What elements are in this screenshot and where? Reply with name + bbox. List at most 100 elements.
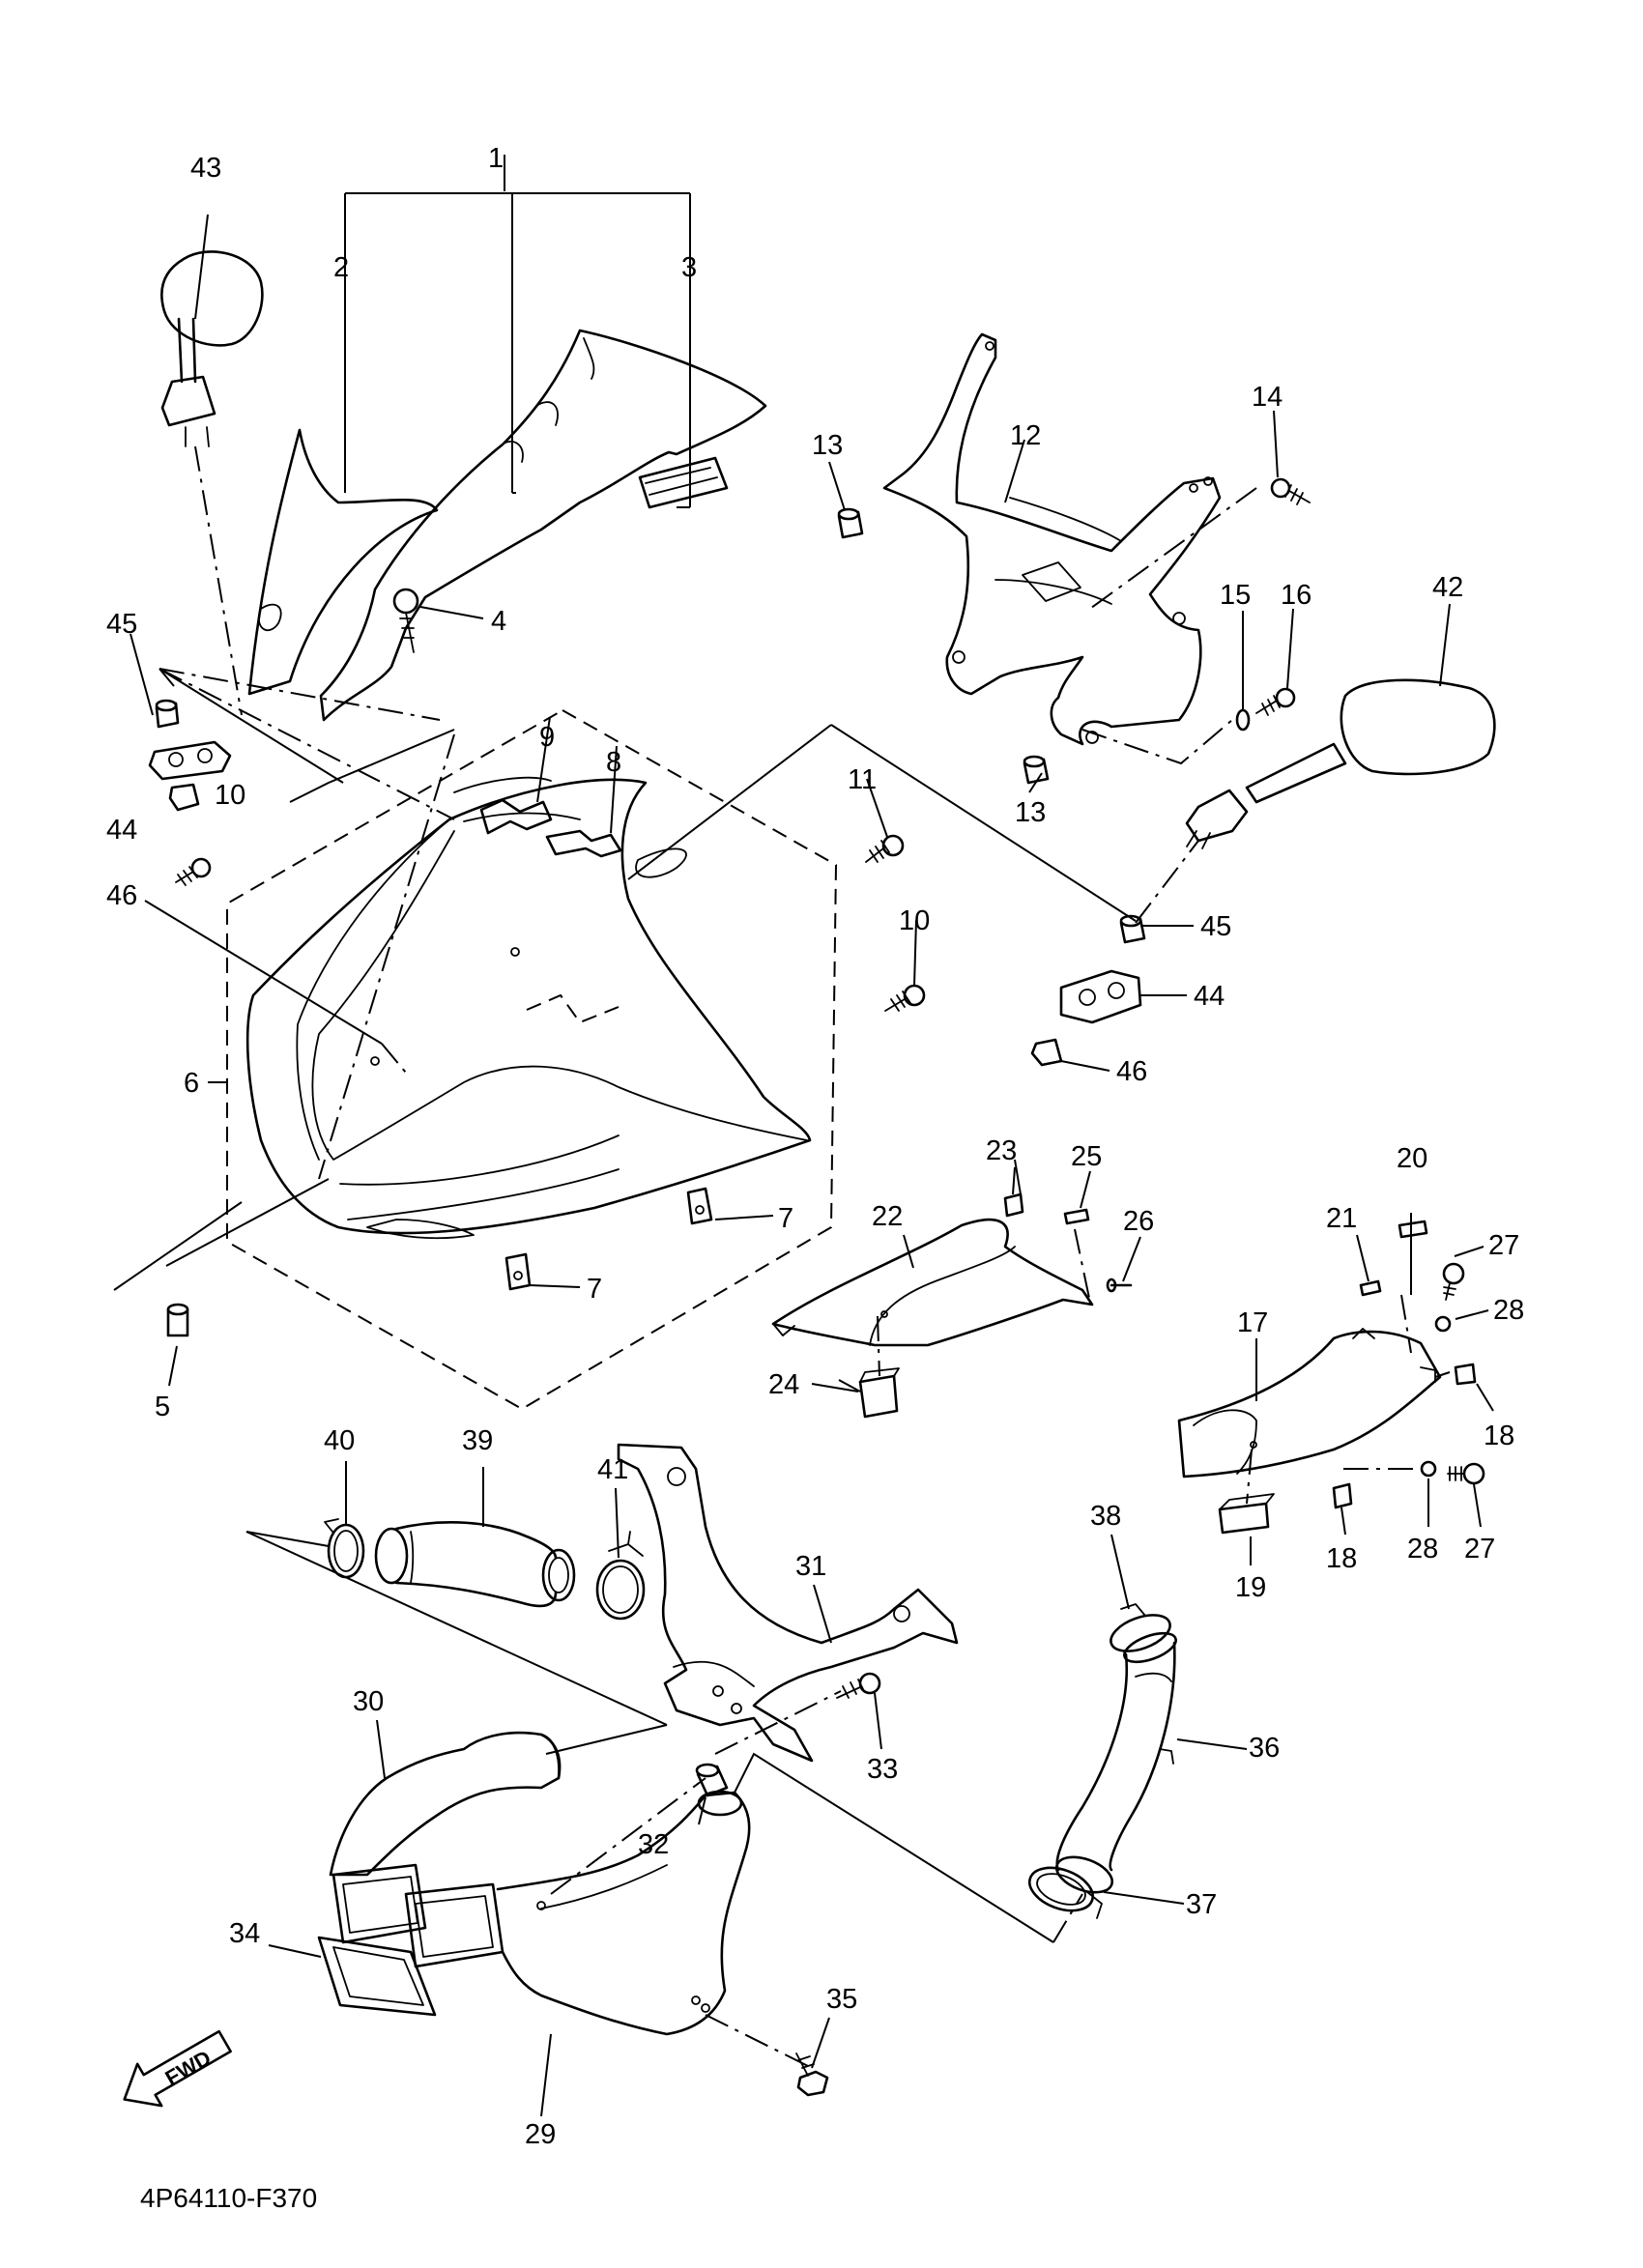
upper-panel-drawing — [319, 329, 767, 722]
callout-1: 1 — [488, 143, 504, 174]
mirror-left-drawing — [160, 250, 264, 447]
diagram-code: 4P64110-F370 — [140, 2183, 317, 2213]
callout-25: 25 — [1071, 1141, 1102, 1172]
screw-27b-drawing — [1447, 1462, 1485, 1485]
clip-23-drawing — [1003, 1192, 1024, 1218]
bolt-35-drawing — [795, 2053, 829, 2097]
right-mount-parts-drawing — [1030, 914, 1146, 1067]
clip-18b-drawing — [1332, 1482, 1353, 1509]
clamp-41-drawing — [595, 1531, 646, 1621]
callout-24: 24 — [768, 1369, 799, 1400]
callout-numbers: 43 1 2 3 4 45 44 46 10 9 8 11 10 6 7 7 5… — [106, 143, 1524, 2150]
grommet-5-drawing — [166, 1303, 189, 1337]
air-duct-29-drawing — [404, 1790, 751, 2036]
grommet-13b-drawing — [1023, 755, 1050, 785]
bolt-14-drawing — [1270, 477, 1311, 505]
bolt-33-drawing — [836, 1672, 881, 1699]
callout-27b: 27 — [1464, 1534, 1495, 1565]
callout-36: 36 — [1249, 1733, 1280, 1764]
callout-3: 3 — [681, 252, 697, 283]
callout-46b: 46 — [1116, 1056, 1147, 1087]
callout-27a: 27 — [1488, 1230, 1519, 1261]
callout-44b: 44 — [1194, 981, 1225, 1012]
callout-16: 16 — [1281, 580, 1312, 611]
callout-39: 39 — [462, 1425, 493, 1456]
bolt-16-drawing — [1255, 687, 1296, 716]
callout-21: 21 — [1326, 1203, 1357, 1234]
callout-42: 42 — [1432, 572, 1463, 603]
pad-20-drawing — [1398, 1220, 1428, 1239]
callout-38: 38 — [1090, 1501, 1121, 1532]
callout-17: 17 — [1237, 1307, 1268, 1338]
air-duct-30-drawing — [329, 1731, 562, 1944]
callout-45a: 45 — [106, 609, 137, 640]
callout-15: 15 — [1220, 580, 1251, 611]
callout-6: 6 — [184, 1068, 199, 1099]
callout-33: 33 — [867, 1754, 898, 1785]
clip-7a-drawing — [686, 1187, 713, 1225]
clamp-37-drawing — [1028, 1866, 1103, 1919]
callout-28b: 28 — [1407, 1534, 1438, 1565]
hose-36-drawing — [1054, 1631, 1177, 1894]
clamp-40-drawing — [324, 1518, 365, 1579]
callout-8: 8 — [606, 747, 621, 778]
bracket-8-drawing — [545, 829, 622, 858]
inner-panel-22-drawing — [771, 1218, 1094, 1347]
callout-35: 35 — [826, 1984, 857, 2015]
callout-4: 4 — [491, 606, 506, 637]
pad-24-drawing — [858, 1367, 900, 1419]
callout-34: 34 — [229, 1918, 260, 1949]
screw-10b-drawing — [884, 984, 926, 1012]
mounting-stay-drawing — [882, 332, 1222, 746]
callout-23: 23 — [986, 1135, 1017, 1166]
pad-25-drawing — [1063, 1208, 1090, 1225]
callout-41: 41 — [597, 1454, 628, 1485]
callout-19: 19 — [1235, 1572, 1266, 1603]
screw-10a-drawing — [175, 857, 212, 886]
pad-19-drawing — [1218, 1493, 1275, 1535]
callout-10b: 10 — [899, 905, 930, 936]
callout-13b: 13 — [1015, 797, 1046, 828]
callout-5: 5 — [155, 1392, 170, 1422]
callout-46a: 46 — [106, 880, 137, 911]
callout-9: 9 — [539, 722, 555, 753]
callout-28a: 28 — [1493, 1295, 1524, 1326]
duct-bracket-31-drawing — [617, 1443, 959, 1763]
fwd-label: FWD — [161, 2046, 216, 2091]
front-cowling-drawing — [245, 776, 812, 1240]
screw-4-drawing — [392, 588, 419, 653]
grommet-13a-drawing — [837, 507, 864, 539]
washer-15-drawing — [1235, 708, 1251, 732]
callout-18b: 18 — [1326, 1543, 1357, 1574]
clamp-38-drawing — [1110, 1603, 1171, 1652]
callout-13a: 13 — [812, 430, 843, 461]
callout-40: 40 — [324, 1425, 355, 1456]
callout-20: 20 — [1397, 1143, 1427, 1174]
clip-7b-drawing — [504, 1252, 532, 1291]
collar-32-drawing — [695, 1763, 729, 1797]
callout-31: 31 — [795, 1551, 826, 1582]
callout-45b: 45 — [1200, 911, 1231, 942]
mirror-right-drawing — [1185, 678, 1496, 849]
duct-seal-34-drawing — [317, 1936, 437, 2017]
callout-26: 26 — [1123, 1206, 1154, 1237]
callout-30: 30 — [353, 1686, 384, 1717]
callout-43: 43 — [190, 153, 221, 184]
callout-14: 14 — [1252, 382, 1283, 413]
fwd-arrow-icon — [123, 2029, 232, 2108]
callout-37: 37 — [1186, 1889, 1217, 1920]
pad-21-drawing — [1359, 1279, 1382, 1297]
callout-7b: 7 — [587, 1274, 602, 1305]
clip-18a-drawing — [1454, 1363, 1477, 1386]
left-mount-parts-drawing — [148, 699, 232, 812]
callout-22: 22 — [872, 1201, 903, 1232]
washer-28b-drawing — [1420, 1460, 1437, 1478]
washer-28a-drawing — [1434, 1315, 1452, 1333]
callout-10a: 10 — [215, 780, 245, 811]
callout-2: 2 — [333, 252, 349, 283]
callout-11: 11 — [848, 764, 877, 795]
cowling-assembly-outline — [226, 708, 838, 1411]
callout-18a: 18 — [1484, 1421, 1514, 1451]
leader-lines — [113, 155, 1494, 2117]
bracket-9-drawing — [479, 798, 553, 835]
